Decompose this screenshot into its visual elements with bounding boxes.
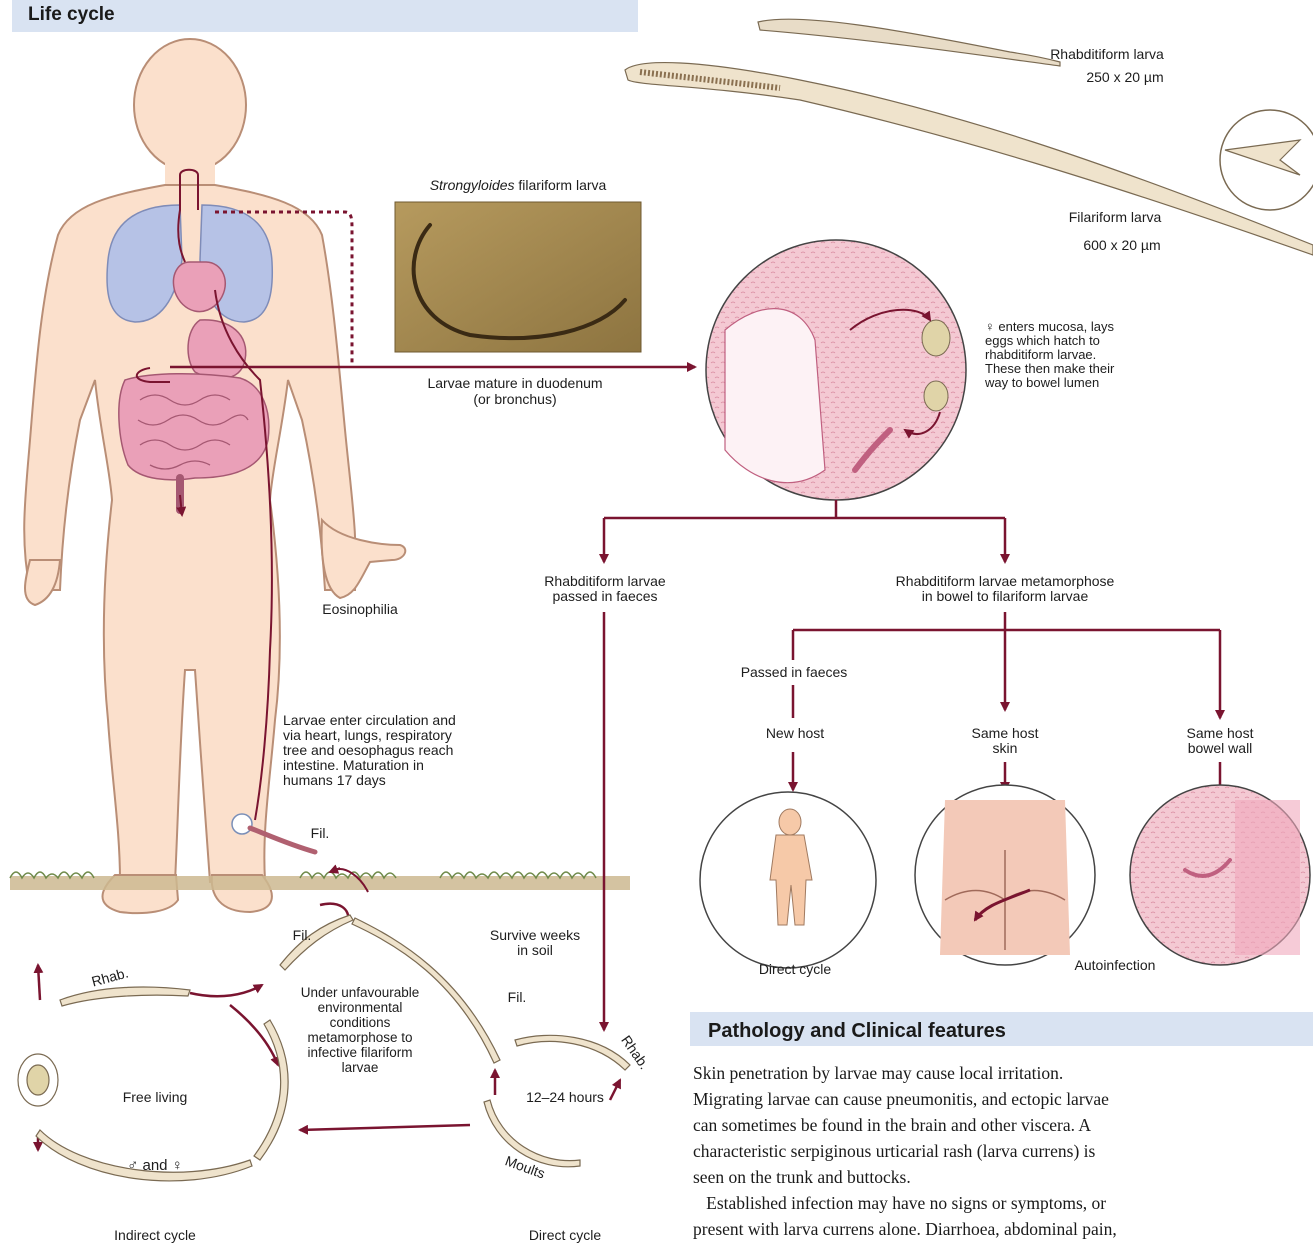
outcome-bowel-circle <box>1130 785 1310 965</box>
eosinophilia-label: Eosinophilia <box>300 602 420 617</box>
pathology-line-5: seen on the trunk and buttocks. <box>693 1164 1313 1190</box>
outcome-new-host-circle <box>700 792 876 968</box>
same-host-skin-label-2: skin <box>945 741 1065 756</box>
metamorphose-label-2: in bowel to filariform larvae <box>855 589 1155 604</box>
pathology-text: Skin penetration by larvae may cause loc… <box>693 1060 1313 1242</box>
rhab-passed-label-2: passed in faeces <box>520 589 690 604</box>
hours-label: 12–24 hours <box>500 1090 630 1105</box>
rhabditiform-size: 250 x 20 µm <box>1070 70 1180 85</box>
soil-strip <box>10 876 630 890</box>
male-female-label: ♂ and ♀ <box>100 1158 210 1173</box>
penetration-site-icon <box>232 814 252 834</box>
pathology-title: Pathology and Clinical features <box>708 1020 1006 1043</box>
same-host-skin-label-1: Same host <box>945 726 1065 741</box>
pathology-line-2: Migrating larvae can cause pneumonitis, … <box>693 1086 1313 1112</box>
unfav-line-3: conditions <box>275 1015 445 1030</box>
circulation-line-2: via heart, lungs, respiratory <box>283 728 523 743</box>
mucosa-description: ♀ enters mucosa, lays eggs which hatch t… <box>985 320 1185 390</box>
rhabditiform-name: Rhabditiform larva <box>1032 47 1182 62</box>
unfav-line-6: larvae <box>275 1060 445 1075</box>
pathology-line-7: present with larva currens alone. Diarrh… <box>693 1216 1313 1242</box>
mucosa-line-2: eggs which hatch to <box>985 334 1185 348</box>
pathology-line-6: Established infection may have no signs … <box>693 1190 1313 1216</box>
mucosa-line-5: way to bowel lumen <box>985 376 1185 390</box>
circulation-line-1: Larvae enter circulation and <box>283 713 523 728</box>
fil-label-3: Fil. <box>497 990 537 1005</box>
mucosa-line-1: ♀ enters mucosa, lays <box>985 320 1185 334</box>
micrograph-caption-genus: Strongyloides <box>430 177 515 193</box>
survive-label-1: Survive weeks <box>470 928 600 943</box>
duodenum-label-1: Larvae mature in duodenum <box>395 376 635 391</box>
free-living-label: Free living <box>95 1090 215 1105</box>
new-host-label: New host <box>735 726 855 741</box>
micrograph-caption-rest: filariform larva <box>515 177 607 193</box>
circulation-line-3: tree and oesophagus reach <box>283 743 523 758</box>
rhab-passed-label-1: Rhabditiform larvae <box>520 574 690 589</box>
metamorphose-label-1: Rhabditiform larvae metamorphose <box>855 574 1155 589</box>
mucosa-line-3: rhabditiform larvae. <box>985 348 1185 362</box>
unfav-line-5: infective filariform <box>275 1045 445 1060</box>
direct-cycle-right-label: Direct cycle <box>735 962 855 977</box>
filariform-name: Filariform larva <box>1045 210 1185 225</box>
filariform-micrograph <box>395 202 641 352</box>
filariform-size: 600 x 20 µm <box>1062 238 1182 253</box>
duodenum-label-2: (or bronchus) <box>395 392 635 407</box>
autoinfection-label: Autoinfection <box>1045 958 1185 973</box>
pathology-line-4: characteristic serpiginous urticarial ra… <box>693 1138 1313 1164</box>
unfav-line-2: environmental <box>275 1000 445 1015</box>
same-host-bowel-label-1: Same host <box>1160 726 1280 741</box>
fil-label-2: Fil. <box>282 928 322 943</box>
unfav-line-4: metamorphose to <box>275 1030 445 1045</box>
pathology-line-3: can sometimes be found in the brain and … <box>693 1112 1313 1138</box>
micrograph-caption: Strongyloides filariform larva <box>395 178 641 193</box>
larva-drawings <box>625 19 1313 255</box>
mucosa-detail-circle <box>706 240 966 500</box>
circulation-line-4: intestine. Maturation in <box>283 758 523 773</box>
direct-cycle-bottom-label: Direct cycle <box>490 1228 640 1243</box>
fil-label-1: Fil. <box>300 826 340 841</box>
outcome-skin-circle <box>915 785 1095 965</box>
survive-label-2: in soil <box>470 943 600 958</box>
unfavourable-description: Under unfavourable environmental conditi… <box>275 985 445 1075</box>
mucosa-line-4: These then make their <box>985 362 1185 376</box>
pathology-line-1: Skin penetration by larvae may cause loc… <box>693 1060 1313 1086</box>
unfav-line-1: Under unfavourable <box>275 985 445 1000</box>
same-host-bowel-label-2: bowel wall <box>1160 741 1280 756</box>
circulation-line-5: humans 17 days <box>283 773 523 788</box>
circulation-description: Larvae enter circulation and via heart, … <box>283 713 523 788</box>
indirect-cycle-label: Indirect cycle <box>80 1228 230 1243</box>
passed-in-faeces-label: Passed in faeces <box>720 665 868 680</box>
